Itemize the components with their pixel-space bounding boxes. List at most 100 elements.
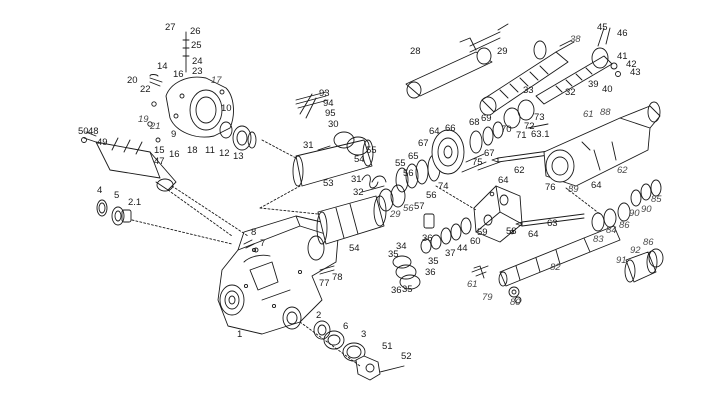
callout-51[interactable]: 50 xyxy=(78,126,89,137)
callout-14[interactable]: 14 xyxy=(157,61,168,72)
callout-32-b[interactable]: 32 xyxy=(353,187,364,198)
callout-55-a[interactable]: 54 xyxy=(354,154,365,165)
callout-16-b[interactable]: 16 xyxy=(169,149,180,160)
callout-22[interactable]: 21 xyxy=(150,121,161,132)
callout-7[interactable]: 7 xyxy=(260,238,266,249)
callout-29-a[interactable]: 28 xyxy=(410,46,421,57)
callout-29-b[interactable]: 29 xyxy=(497,46,508,57)
callout-60[interactable]: 59 xyxy=(477,227,488,238)
callout-41[interactable]: 40 xyxy=(602,84,613,95)
callout-2[interactable]: 2 xyxy=(316,310,322,321)
callout-8[interactable]: 8 xyxy=(251,227,257,238)
callout-10[interactable]: 10 xyxy=(221,103,232,114)
callout-6[interactable]: 6 xyxy=(343,321,349,332)
callout-61-a[interactable]: 60 xyxy=(470,236,481,247)
callout-30[interactable]: 29 xyxy=(390,209,401,220)
callout-32-a[interactable]: 31 xyxy=(303,140,314,151)
callout-54-b[interactable]: 54 xyxy=(349,243,360,254)
callout-73[interactable]: 72 xyxy=(524,121,535,132)
callout-18[interactable]: 17 xyxy=(211,75,222,86)
callout-34[interactable]: 33 xyxy=(523,85,534,96)
callout-50[interactable]: 49 xyxy=(97,137,108,148)
callout-67-b[interactable]: 67 xyxy=(418,138,429,149)
callout-1[interactable]: 1 xyxy=(237,329,243,340)
callout-20[interactable]: 19 xyxy=(138,114,149,125)
callout-56-a[interactable]: 55 xyxy=(366,145,377,156)
callout-71[interactable]: 70 xyxy=(501,124,512,135)
callout-59[interactable]: 58 xyxy=(506,226,517,237)
callout-78[interactable]: 77 xyxy=(319,278,330,289)
callout-12[interactable]: 12 xyxy=(219,148,230,159)
callout-69[interactable]: 68 xyxy=(469,117,480,128)
callout-36-a[interactable]: 35 xyxy=(388,249,399,260)
callout-88[interactable]: 86 xyxy=(619,220,630,231)
callout-66[interactable]: 65 xyxy=(408,151,419,162)
callout-38[interactable]: 37 xyxy=(445,248,456,259)
callout-35-c[interactable]: 35 xyxy=(402,284,413,295)
callout-27[interactable]: 26 xyxy=(190,26,201,37)
callout-25[interactable]: 24 xyxy=(192,56,203,67)
callout-31-a[interactable]: 30 xyxy=(328,119,339,130)
callout-72[interactable]: 71 xyxy=(516,130,527,141)
callout-57[interactable]: 56 xyxy=(403,203,414,214)
callout-64-d[interactable]: 64 xyxy=(528,229,539,240)
callout-74[interactable]: 73 xyxy=(534,112,545,123)
callout-68[interactable]: 67 xyxy=(484,148,495,159)
callout-91[interactable]: 90 xyxy=(641,204,652,215)
callout-84[interactable]: 83 xyxy=(593,234,604,245)
callout-54-a[interactable]: 53 xyxy=(323,178,334,189)
callout-83[interactable]: 82 xyxy=(550,262,561,273)
callout-92[interactable]: 91 xyxy=(616,255,627,266)
callout-64-b[interactable]: 64 xyxy=(498,175,509,186)
callout-36-b[interactable]: 36 xyxy=(425,267,436,278)
callout-36-c[interactable]: 36 xyxy=(391,285,402,296)
callout-16-a[interactable]: 16 xyxy=(173,69,184,80)
callout-63[interactable]: 62 xyxy=(514,165,525,176)
callout-48[interactable]: 47 xyxy=(154,156,165,167)
callout-95[interactable]: 94 xyxy=(323,98,334,109)
callout-3[interactable]: 3 xyxy=(361,329,367,340)
callout-43[interactable]: 42 xyxy=(626,59,637,70)
callout-24[interactable]: 23 xyxy=(192,66,203,77)
callout-93[interactable]: 92 xyxy=(630,245,641,256)
callout-80[interactable]: 79 xyxy=(482,292,493,303)
callout-64-a[interactable]: 63.1 xyxy=(531,129,550,140)
callout-70[interactable]: 69 xyxy=(481,113,492,124)
callout-19[interactable]: 18 xyxy=(187,145,198,156)
callout-42[interactable]: 41 xyxy=(617,51,628,62)
callout-67-a[interactable]: 66 xyxy=(445,123,456,134)
callout-26[interactable]: 25 xyxy=(191,40,202,51)
callout-11[interactable]: 11 xyxy=(205,145,215,156)
callout-2-1[interactable]: 2.1 xyxy=(128,197,142,208)
callout-21[interactable]: 20 xyxy=(127,75,138,86)
callout-39[interactable]: 38 xyxy=(570,34,581,45)
callout-65[interactable]: 64 xyxy=(429,126,440,137)
callout-58[interactable]: 57 xyxy=(414,201,425,212)
callout-79[interactable]: 78 xyxy=(332,272,343,283)
callout-56-b[interactable]: 56 xyxy=(403,168,414,179)
callout-44[interactable]: 43 xyxy=(630,67,641,78)
callout-63-1[interactable]: 63 xyxy=(547,218,558,229)
callout-64-c[interactable]: 64 xyxy=(591,180,602,191)
callout-85[interactable]: 84 xyxy=(606,225,617,236)
callout-47[interactable]: 46 xyxy=(617,28,628,39)
callout-62-a[interactable]: 61 xyxy=(583,109,594,120)
callout-49[interactable]: 48 xyxy=(88,126,99,137)
callout-53[interactable]: 52 xyxy=(401,351,412,362)
callout-4[interactable]: 4 xyxy=(97,185,103,196)
callout-52[interactable]: 51 xyxy=(382,341,393,352)
callout-86-b[interactable]: 86 xyxy=(643,237,654,248)
callout-31-b[interactable]: 31 xyxy=(351,174,362,185)
callout-77[interactable]: 76 xyxy=(545,182,556,193)
callout-40[interactable]: 39 xyxy=(588,79,599,90)
callout-33[interactable]: 32 xyxy=(565,87,576,98)
callout-94[interactable]: 93 xyxy=(319,88,330,99)
callout-5[interactable]: 5 xyxy=(114,190,120,201)
callout-9[interactable]: 9 xyxy=(171,129,177,140)
callout-56-c[interactable]: 56 xyxy=(426,190,437,201)
callout-82[interactable]: 80 xyxy=(510,297,521,308)
callout-35-b[interactable]: 35 xyxy=(428,256,439,267)
callout-61-b[interactable]: 61 xyxy=(467,279,478,290)
callout-55-b[interactable]: 55 xyxy=(395,158,406,169)
callout-86-a[interactable]: 85 xyxy=(651,194,662,205)
